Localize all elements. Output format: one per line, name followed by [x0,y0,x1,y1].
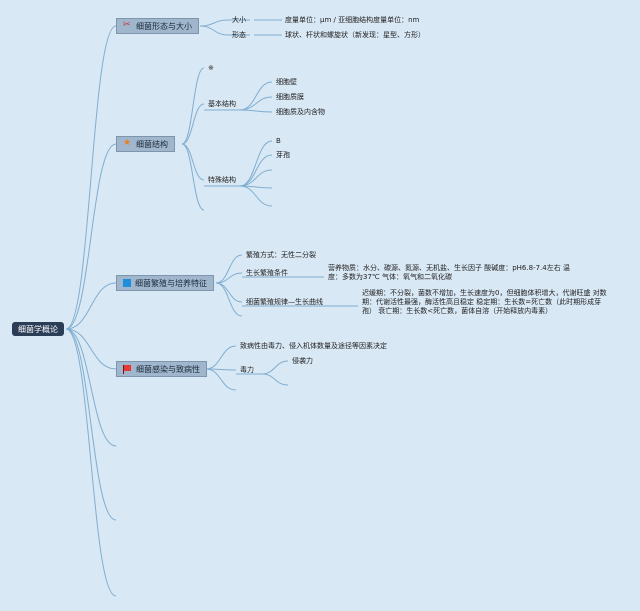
topic-label: 细菌繁殖与培养特征 [135,278,207,288]
item-link [261,360,289,375]
branch-growth-conditions[interactable]: 生长繁殖条件 [246,269,288,277]
topic-label: 细菌形态与大小 [136,21,192,31]
branch-shape[interactable]: 形态 [232,31,246,39]
topic-reproduction[interactable]: 细菌繁殖与培养特征 [116,275,214,291]
item-link [239,169,273,187]
branch-link [199,19,229,27]
branch-reproduction-method[interactable]: 繁殖方式：无性二分裂 [246,251,316,259]
root-node[interactable]: 细菌学概论 [12,322,64,336]
item-cell-wall[interactable]: 细胞壁 [276,78,297,86]
branch-link [181,103,205,145]
root-link [65,328,117,447]
root-label: 细菌学概论 [18,324,58,334]
square-icon [123,279,131,287]
root-link [65,328,117,597]
branch-link [215,282,243,317]
item-link [239,185,273,207]
branch-virulence[interactable]: 毒力 [240,366,254,374]
branch-link [215,272,243,284]
branch-link [199,25,229,36]
item-link [239,109,273,113]
item-cell-membrane[interactable]: 细胞质膜 [276,93,304,101]
branch-pathogenicity[interactable]: 致病性由毒力、侵入机体数量及途径等因素决定 [240,342,387,350]
topic-infection[interactable]: 细菌感染与致病性 [116,361,207,377]
branch-mark[interactable]: ※ [208,64,214,72]
item-link [239,81,273,111]
topic-structure[interactable]: 细菌结构 [116,136,175,152]
root-link [65,328,117,521]
branch-special-structure[interactable]: 特殊结构 [208,176,236,184]
branch-link [181,67,205,145]
topic-label: 细菌感染与致病性 [136,364,200,374]
item-cytoplasm[interactable]: 细胞质及内含物 [276,108,325,116]
root-link [65,282,117,330]
branch-link [205,345,237,370]
root-link [65,328,117,370]
item-link [239,140,273,187]
branch-link [215,254,243,284]
detail-size[interactable]: 度量单位：μm / 亚细胞结构度量单位：nm [285,16,420,24]
detail-growth-curve[interactable]: 迟缓期：不分裂，菌数不增加，生长速度为0，但细胞体积增大，代谢旺盛 对数期：代谢… [362,289,607,315]
branch-size[interactable]: 大小 [232,16,246,24]
item-link [239,154,273,187]
item-spore[interactable]: 芽孢 [276,151,290,159]
star-icon [123,138,132,149]
branch-basic-structure[interactable]: 基本结构 [208,100,236,108]
root-link [65,25,117,330]
branch-link [205,368,237,391]
item-b[interactable]: B [276,137,281,145]
branch-link [181,143,205,211]
item-link [239,96,273,111]
item-invasiveness[interactable]: 侵袭力 [292,357,313,365]
root-link [65,143,117,330]
branch-growth-curve[interactable]: 细菌繁殖规律—生长曲线 [246,298,323,306]
flag-icon [123,365,132,374]
topic-label: 细菌结构 [136,139,168,149]
item-link [261,373,289,386]
tool-icon [123,20,132,31]
topic-morphology[interactable]: 细菌形态与大小 [116,18,199,34]
detail-shape[interactable]: 球状、杆状和螺旋状（新发现：星型、方形） [285,31,425,39]
detail-growth-conditions[interactable]: 营养物质：水分、碳源、氮源、无机盐、生长因子 酸碱度：pH6.8-7.4左右 温… [328,264,570,281]
